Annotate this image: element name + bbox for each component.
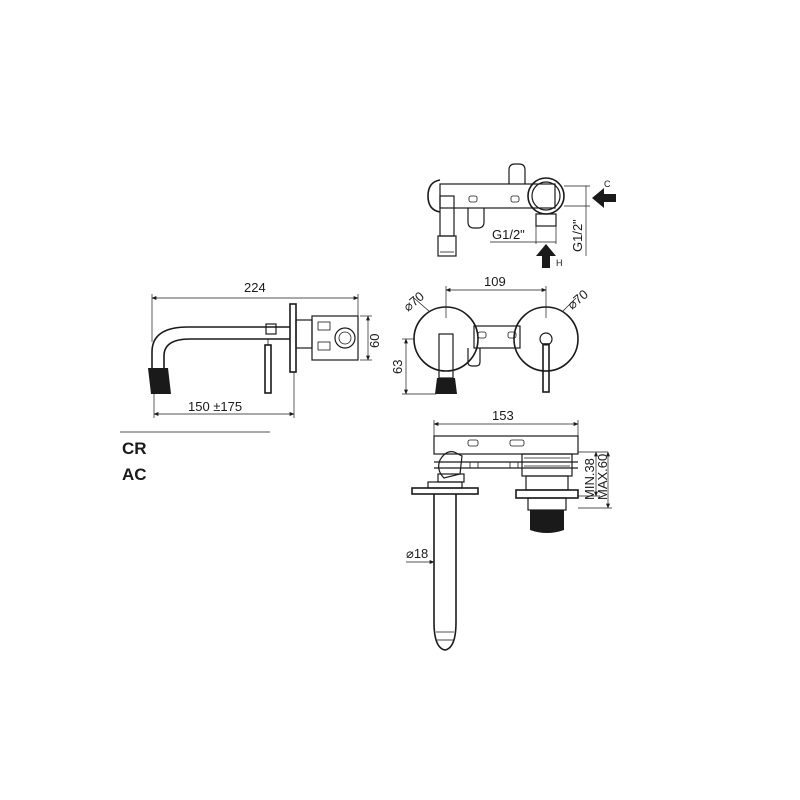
dimension-153: 153 [492,408,514,423]
top-view: 153 ⌀18 [406,408,612,651]
dimension-109: 109 [484,274,506,289]
dimension-60: 60 [367,334,382,348]
thread-label-bottom: G1/2" [492,227,525,242]
hot-label: H [556,258,563,268]
thread-label-side: G1/2" [570,219,585,252]
cold-label: C [604,179,611,189]
side-view: 224 60 150 ±175 [148,280,382,418]
dimension-63: 63 [390,360,405,374]
finish-code-ac: AC [122,465,147,484]
cold-inlet-arrow-icon [592,188,616,208]
spout-diameter-label: ⌀18 [406,546,428,561]
hot-inlet-arrow-icon [536,244,556,268]
diameter-left-label: ⌀70 [400,288,427,314]
concealed-body-view: G1/2" G1/2" C H [427,163,616,268]
finish-code-cr: CR [122,439,147,458]
diameter-right-label: ⌀70 [564,286,591,312]
min-depth-label: MIN.38 [582,458,597,500]
dimension-224: 224 [244,280,266,295]
front-view: 109 ⌀70 ⌀70 63 [390,274,591,395]
max-depth-label: MAX.60 [595,454,610,500]
dimension-150-175: 150 ±175 [188,399,242,414]
